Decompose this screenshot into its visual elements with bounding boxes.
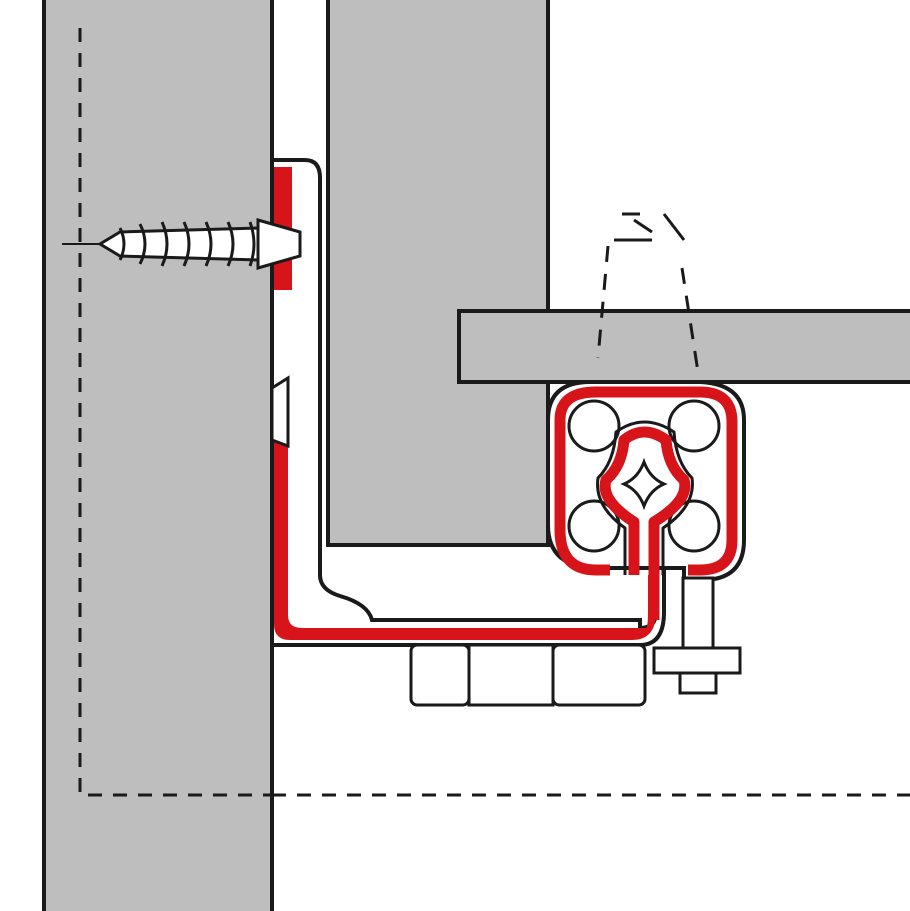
- ball-bearing: [567, 499, 621, 553]
- ball-bearing: [667, 399, 721, 453]
- locking-clip-hidden-outline: [596, 212, 700, 373]
- cabinet-hidden-line: [78, 28, 272, 797]
- inner-rail-star-center: [620, 457, 668, 511]
- inner-rail-outline: [596, 420, 694, 575]
- screw-icon: [62, 218, 302, 270]
- ball-bearing-group: [567, 399, 721, 553]
- cabinet-side-panel: [42, 0, 274, 911]
- inner-rail-red-profile: [599, 426, 691, 620]
- drawer-bottom-panel: [457, 309, 910, 384]
- mounting-bracket: [409, 643, 647, 707]
- rail-notch: [270, 375, 290, 449]
- cabinet-rail-profile: [270, 158, 666, 647]
- drawer-side-panel: [326, 0, 550, 547]
- adjustment-bolt-icon: [652, 576, 742, 695]
- drawer-rail-red-loop: [554, 386, 738, 576]
- ball-bearing: [567, 399, 621, 453]
